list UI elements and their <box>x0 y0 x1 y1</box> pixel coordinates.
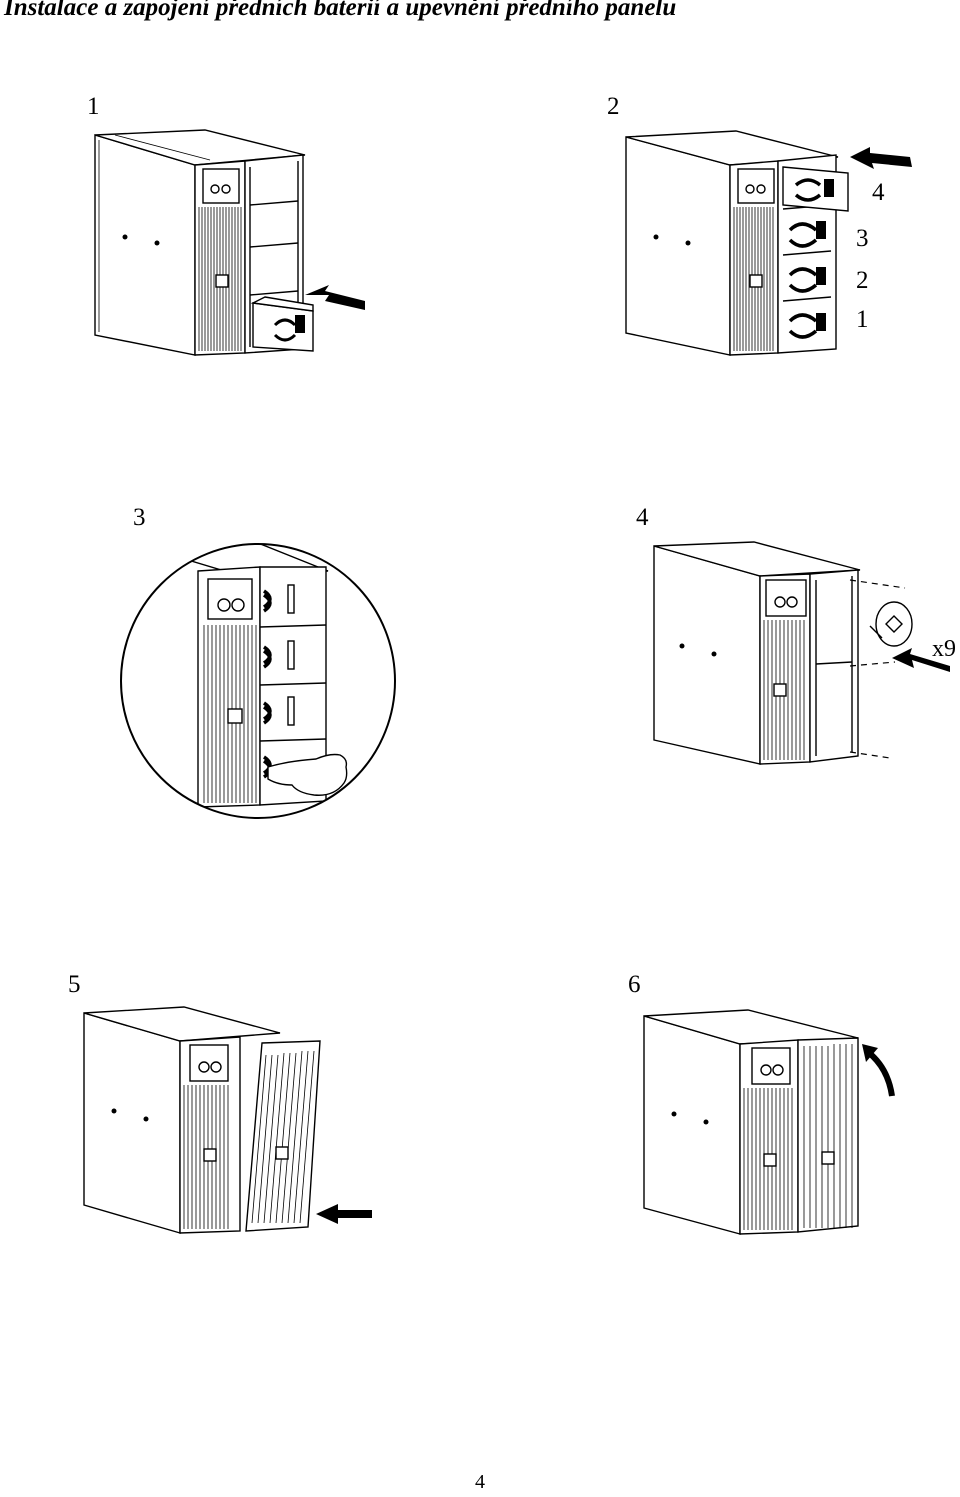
page-number: 4 <box>475 1471 485 1493</box>
ups-tower-drawing <box>643 1009 895 1235</box>
screw-count-label: x9 <box>932 636 956 662</box>
attach-arrow-icon <box>316 1204 372 1224</box>
figure-step-5 <box>80 1005 380 1245</box>
insert-arrow-icon <box>892 648 950 672</box>
ups-tower-drawing <box>94 129 365 356</box>
screw-icon <box>869 601 913 647</box>
hand-icon <box>267 753 348 796</box>
battery-position-label: 2 <box>856 267 869 294</box>
magnified-detail-drawing <box>120 543 396 819</box>
step-number-5: 5 <box>68 971 81 998</box>
figure-step-4 <box>650 540 960 770</box>
figure-step-3 <box>118 543 403 825</box>
figure-step-6 <box>640 1008 920 1238</box>
panel-grille <box>251 1050 315 1224</box>
step-number-3: 3 <box>133 504 146 531</box>
figure-step-2 <box>618 125 918 365</box>
battery-position-label: 4 <box>872 179 885 206</box>
battery-position-label: 1 <box>856 306 869 333</box>
ventilation-grille <box>198 207 242 351</box>
insert-arrow-icon <box>850 147 912 169</box>
step-number-4: 4 <box>636 504 649 531</box>
figure-step-1 <box>85 125 365 365</box>
step-number-1: 1 <box>87 93 100 120</box>
insert-arrow-icon <box>305 285 365 310</box>
battery-position-label: 3 <box>856 225 869 252</box>
panel-grille <box>803 1044 853 1228</box>
step-number-6: 6 <box>628 971 641 998</box>
rotate-arrow-icon <box>866 1049 895 1097</box>
document-title: Instalace a zapojení předních baterií a … <box>4 0 677 21</box>
step-number-2: 2 <box>607 93 620 120</box>
ups-tower-drawing <box>653 541 950 765</box>
ups-tower-drawing <box>83 1006 372 1234</box>
ups-tower-drawing <box>625 130 912 356</box>
